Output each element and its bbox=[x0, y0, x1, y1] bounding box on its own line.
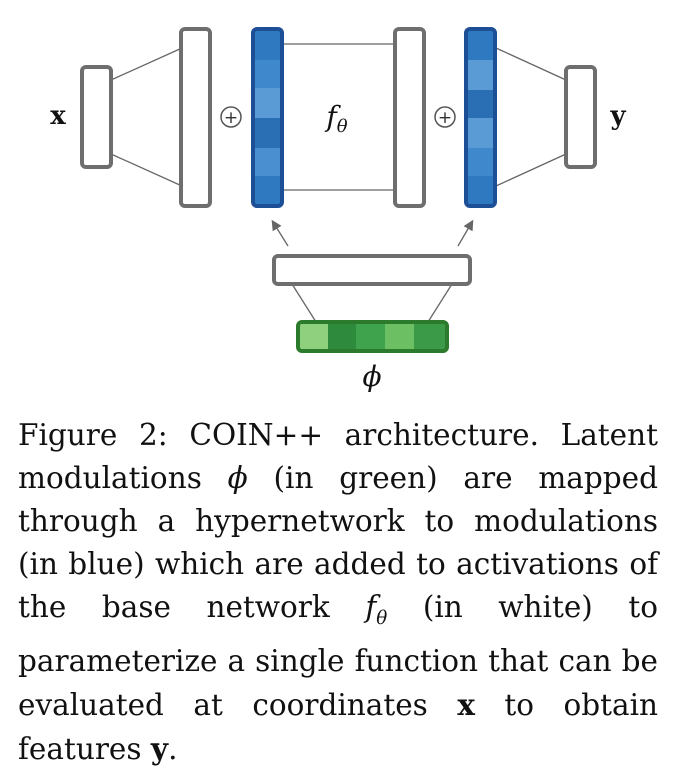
modulation-left bbox=[251, 27, 284, 208]
hypernetwork-layer bbox=[272, 254, 472, 286]
edge-hyper-left bbox=[291, 283, 317, 323]
arrow-to-right-modulation bbox=[457, 219, 474, 247]
edge-input-top bbox=[110, 47, 183, 81]
modulation-right bbox=[464, 27, 497, 208]
base-network-label: fθ bbox=[324, 100, 347, 137]
caption-figure-label: Figure 2: bbox=[18, 418, 168, 452]
architecture-diagram: + + x y fθ ϕ bbox=[50, 27, 626, 393]
caption-coord-symbol: x bbox=[457, 686, 475, 722]
caption-text-1: Latent modulations bbox=[18, 418, 658, 495]
svg-text:+: + bbox=[224, 108, 238, 128]
edge-output-bottom bbox=[495, 153, 567, 187]
arrow-to-left-modulation bbox=[271, 219, 289, 247]
svg-text:+: + bbox=[438, 108, 452, 128]
input-layer bbox=[80, 65, 113, 169]
caption-text-4: to obtain features bbox=[18, 687, 658, 766]
edge-output-top bbox=[495, 47, 567, 81]
input-label: x bbox=[50, 101, 66, 131]
latent-modulations bbox=[296, 320, 449, 353]
figure-caption: Figure 2: COIN++ architecture. Latent mo… bbox=[18, 414, 658, 771]
caption-base-symbol: fθ bbox=[365, 590, 388, 629]
caption-latent-symbol: ϕ bbox=[227, 461, 248, 495]
add-symbol-right: + bbox=[434, 106, 456, 128]
caption-text-2: (in green) are mapped through a hypernet… bbox=[18, 461, 658, 624]
caption-feature-symbol: y bbox=[150, 730, 169, 766]
hidden-layer-2 bbox=[393, 27, 426, 208]
connections bbox=[110, 43, 567, 323]
hidden-layer-1 bbox=[179, 27, 212, 208]
edge-hyper-right bbox=[427, 283, 453, 323]
output-label: y bbox=[609, 101, 626, 131]
caption-title: COIN++ architecture. bbox=[189, 418, 539, 452]
add-symbol-left: + bbox=[220, 106, 242, 128]
base-network-layers bbox=[80, 27, 597, 286]
caption-end: . bbox=[168, 731, 178, 766]
output-layer bbox=[564, 65, 597, 169]
edge-input-bottom bbox=[110, 153, 183, 187]
latent-label: ϕ bbox=[362, 360, 381, 393]
caption-text-3: (in white) to parameterize a single func… bbox=[18, 590, 658, 722]
